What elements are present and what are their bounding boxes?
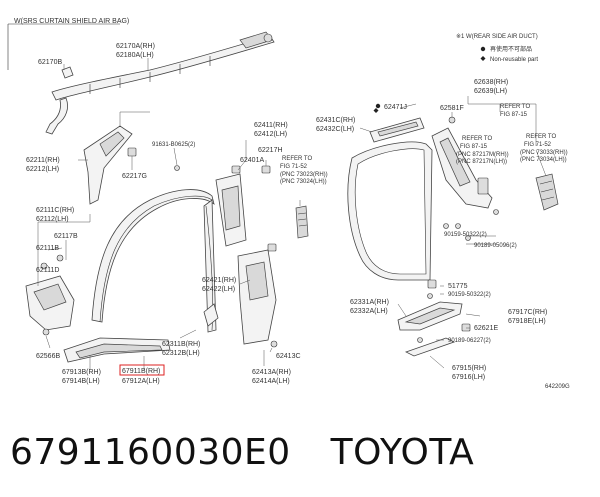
scuff-plate-67913B [63, 337, 171, 363]
clip-62217H [261, 165, 271, 174]
label-62170A: 62170A(RH) [116, 43, 155, 50]
door-opening-trim-front [91, 189, 217, 333]
label-67917C: 67917C(RH) [508, 309, 547, 316]
garnish-62421 [203, 303, 219, 327]
refer-1-a: REFER TO [282, 156, 312, 162]
label-62111B: 62111B [36, 245, 59, 252]
label-62411: 62411(RH) [254, 122, 288, 129]
label-51775: 51775 [448, 283, 468, 290]
door-opening-trim-rear [347, 141, 433, 281]
label-91631: 91631-B0625(2) [152, 142, 195, 148]
legend-dot-icon [480, 46, 486, 52]
label-67918E: 67918E(LH) [508, 318, 546, 325]
refer-1-b: FIG 71-52 [280, 164, 308, 170]
refer-3-d: (PNC 87217N(LH)) [456, 159, 507, 165]
label-67913B: 67913B(RH) [62, 369, 101, 376]
pillar-garnish-62411 [215, 165, 247, 247]
refer-4-c: (PNC 73033(RH)) [520, 150, 568, 156]
refer-3-a: REFER TO [462, 136, 492, 142]
label-62566B: 62566B [36, 353, 60, 360]
label-62413C: 62413C [276, 353, 301, 360]
part-number: 6791160030E0 [10, 432, 291, 473]
label-62639: 62639(LH) [474, 88, 507, 95]
label-62212: 62212(LH) [26, 166, 59, 173]
label-62414A: 62414A(LH) [252, 378, 290, 385]
kick-panel-62111 [25, 254, 75, 336]
refer-2-a: REFER TO [500, 104, 530, 110]
label-90189b: 90189-06227(2) [448, 338, 491, 344]
refer-1-c: (PNC 73023(RH)) [280, 172, 328, 178]
seatbelt-guide [295, 205, 309, 239]
nonreusable-dot-icon [375, 103, 381, 109]
label-62211: 62211(RH) [26, 157, 60, 164]
label-90159a: 90159-50322(2) [444, 232, 487, 238]
label-62111C: 62111C(RH) [36, 207, 74, 214]
label-62170B: 62170B [38, 59, 62, 66]
label-67915: 67915(RH) [452, 365, 486, 372]
refer-4-b: FIG 71-52 [524, 142, 552, 148]
label-62217H: 62217H [258, 147, 283, 154]
legend-item-0: 再使用不可部品 [490, 45, 532, 53]
refer-3-c: (PNC 87217M(RH)) [456, 152, 509, 158]
label-62217G: 62217G [122, 173, 147, 180]
pillar-garnish-62638 [431, 116, 499, 215]
frame [7, 23, 120, 70]
refer-2-b: FIG 87-15 [500, 112, 528, 118]
legend-title: ※1 W(REAR SIDE AIR DUCT) [456, 34, 538, 40]
label-62621E: 62621E [474, 325, 498, 332]
roof-rail-garnish-62431C [369, 108, 425, 143]
label-62311B: 62311B(RH) [162, 341, 200, 348]
label-67914B: 67914B(LH) [62, 378, 100, 385]
label-62332A: 62332A(LH) [350, 308, 388, 315]
label-62471J: 62471J [384, 104, 407, 111]
legend-diamond-icon [480, 56, 486, 61]
highlight-box [119, 364, 165, 376]
refer-1-d: (PNC 73024(LH)) [280, 179, 327, 185]
legend-item-1: Non-reusable part [490, 57, 538, 63]
label-62111D: 62111D [36, 267, 59, 274]
curtain-airbag-part [45, 31, 275, 135]
rear-air-duct [535, 173, 559, 211]
refer-4-d: (PNC 73034(LH)) [520, 157, 567, 163]
label-62412: 62412(LH) [254, 131, 287, 138]
label-62117B: 62117B [54, 233, 78, 240]
label-62431C: 62431C(RH) [316, 117, 355, 124]
airbag-bracket-62170B [61, 66, 74, 79]
label-67912A: 67912A(LH) [122, 378, 160, 385]
label-62413A: 62413A(RH) [252, 369, 291, 376]
fasteners-c-pillar [443, 223, 471, 241]
label-90189a: 90189-05096(2) [474, 243, 517, 249]
label-62421: 62421(RH) [202, 277, 236, 284]
label-67916: 67916(LH) [452, 374, 485, 381]
label-62432C: 62432C(LH) [316, 126, 354, 133]
label-62180A: 62180A(LH) [116, 52, 154, 59]
brand-name: TOYOTA [330, 432, 475, 473]
label-62422: 62422(LH) [202, 286, 235, 293]
label-62312B: 62312B(LH) [162, 350, 200, 357]
label-67911B: 67911B(RH) [122, 368, 160, 375]
part-labels: 62170A(RH) 62180A(LH) 62170B 62211(RH) 6… [26, 43, 570, 390]
pillar-garnish-62211 [83, 125, 133, 205]
header-text: W(SRS CURTAIN SHIELD AIR BAG) [14, 18, 129, 25]
label-62638: 62638(RH) [474, 79, 508, 86]
screw-91631 [174, 165, 180, 171]
figure-code: 642209G [545, 384, 570, 390]
label-62331A: 62331A(RH) [350, 299, 389, 306]
caption: 6791160030E0 TOYOTA [10, 432, 590, 482]
leader-lines [37, 58, 547, 370]
label-62581F: 62581F [440, 105, 464, 112]
label-62401A: 62401A [240, 157, 264, 164]
label-62112: 62112(LH) [36, 216, 69, 223]
legend: ※1 W(REAR SIDE AIR DUCT) 再使用不可部品 Non-reu… [456, 34, 538, 63]
scuff-plate-67917C [397, 279, 471, 357]
refer-4-a: REFER TO [526, 134, 556, 140]
refer-3-b: FIG 87-15 [460, 144, 488, 150]
label-90159b: 90159-50322(2) [448, 292, 491, 298]
clip-62217G [127, 147, 137, 157]
pillar-garnish-62413A [237, 243, 278, 348]
parts-diagram: W(SRS CURTAIN SHIELD AIR BAG) ※1 W(REAR … [7, 18, 570, 390]
